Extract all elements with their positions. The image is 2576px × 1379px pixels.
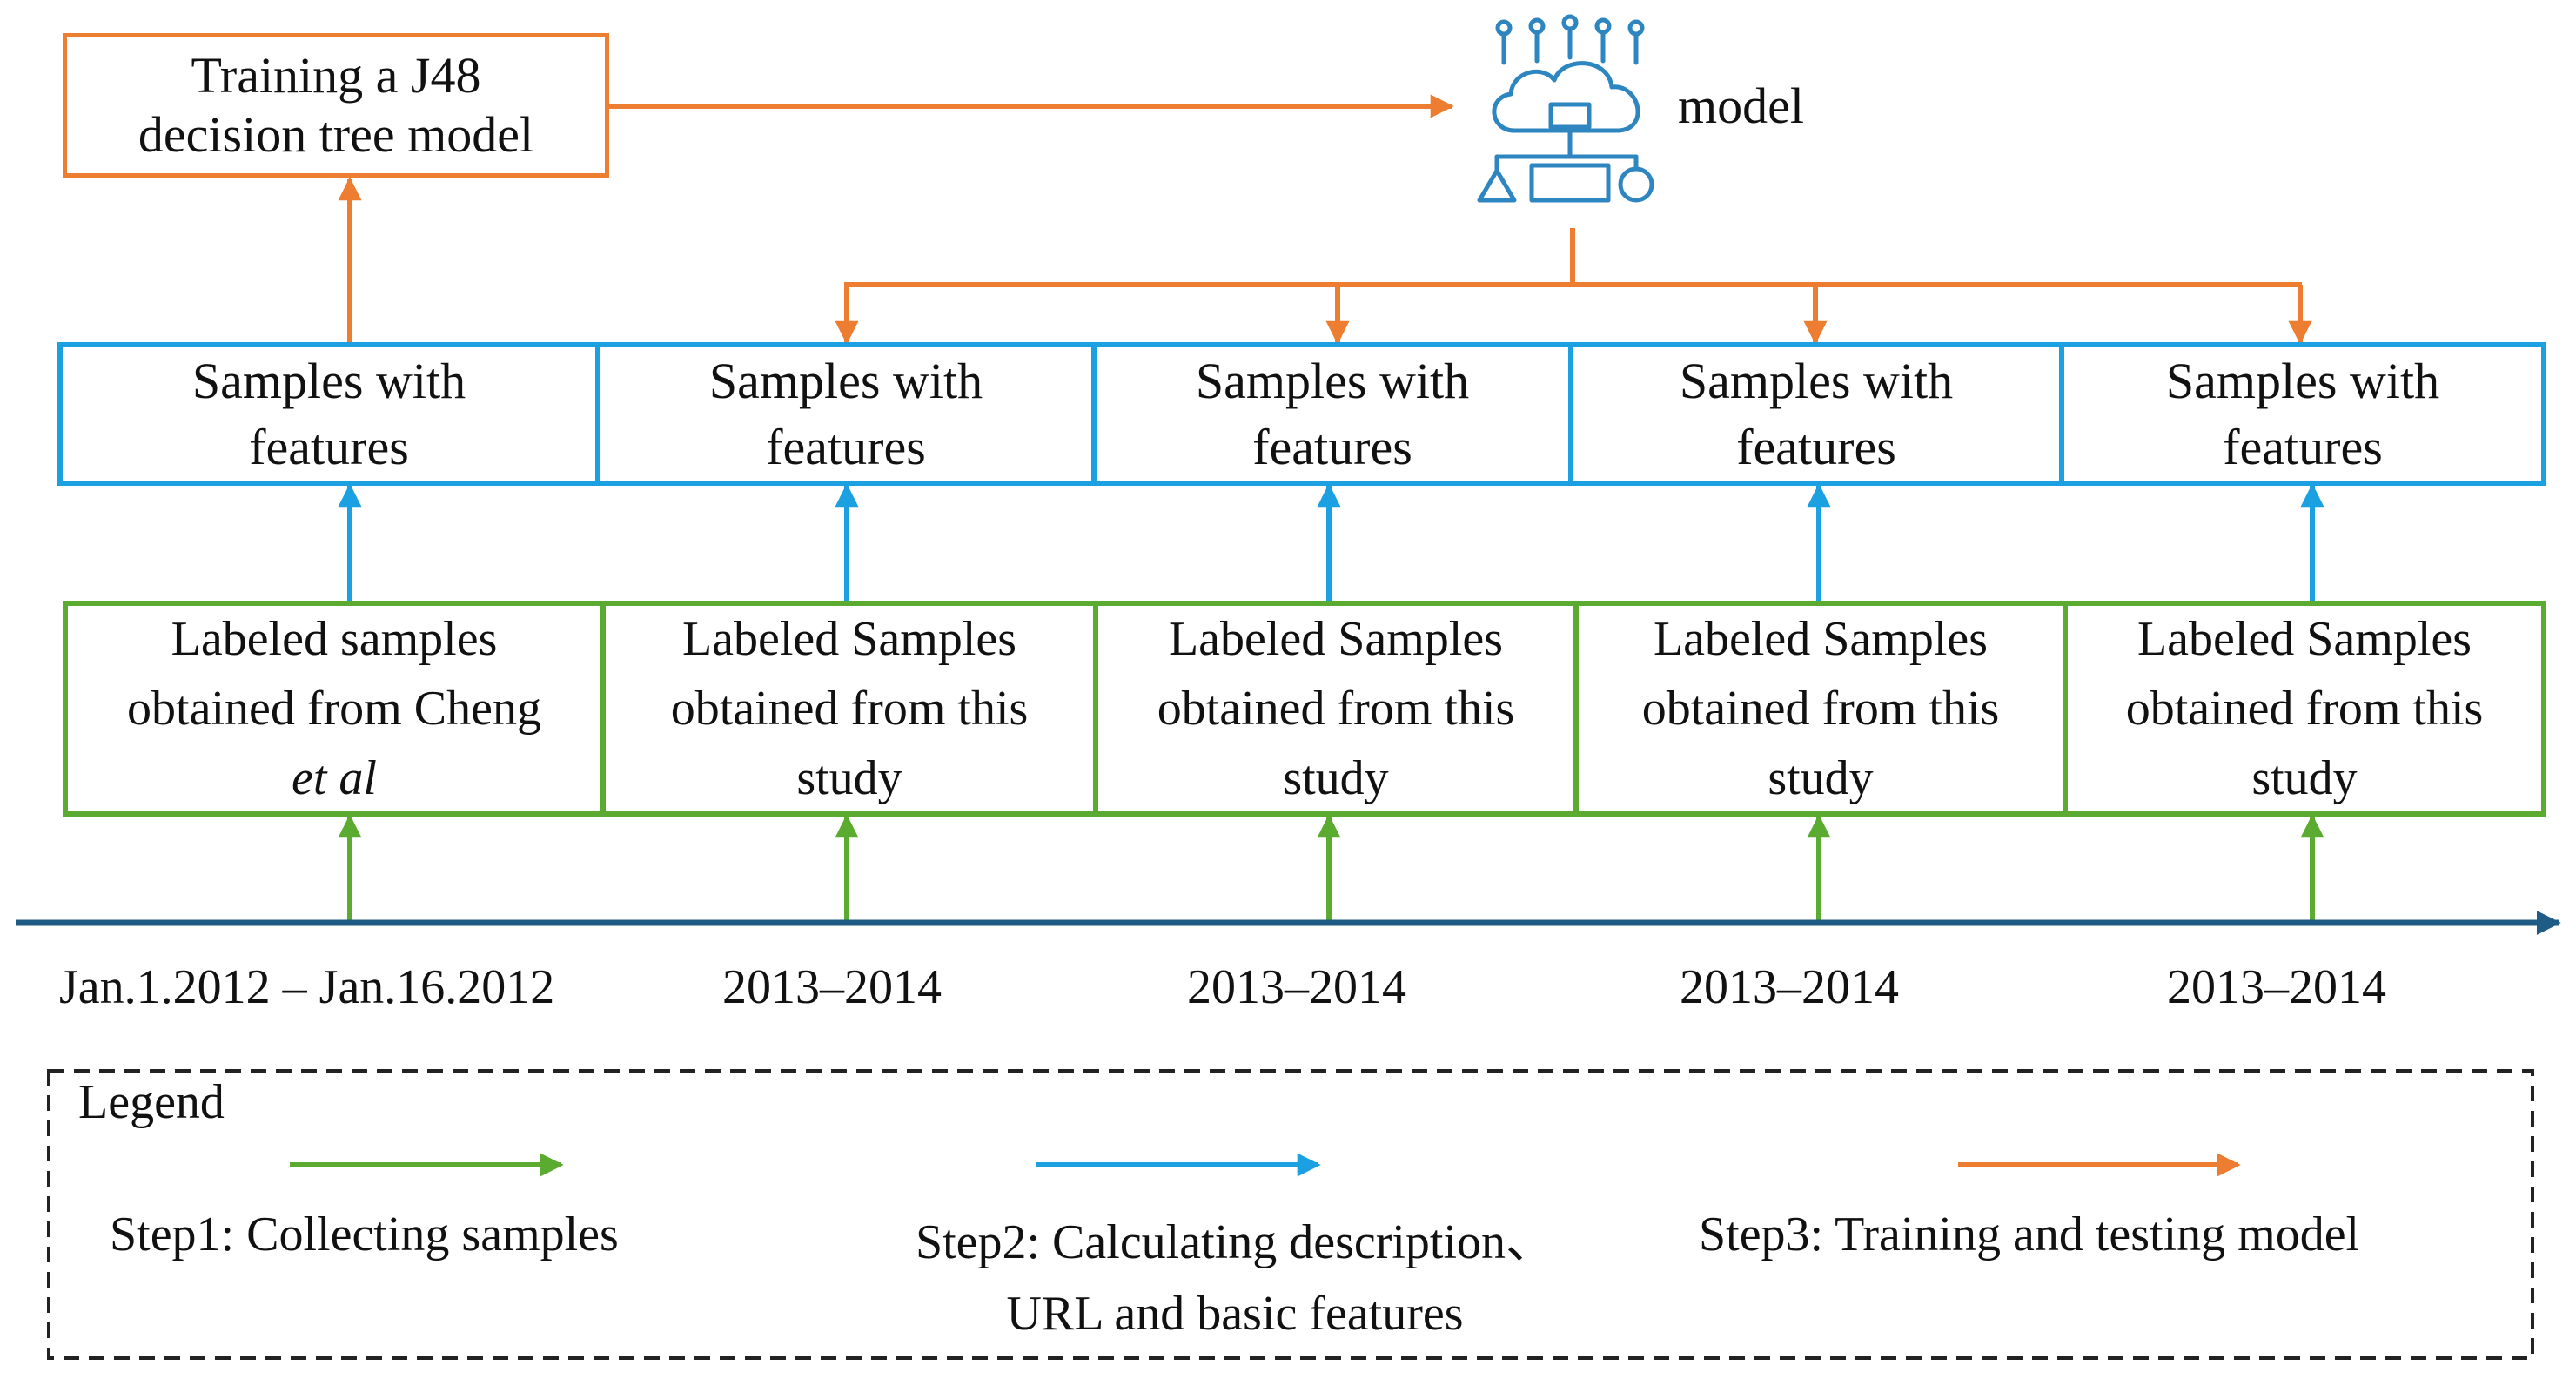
labeled-box-text: Labeled samples bbox=[171, 612, 498, 666]
features-box-text: features bbox=[766, 418, 926, 475]
training-box-line-2: decision tree model bbox=[138, 106, 534, 163]
labeled-box-text: obtained from Cheng bbox=[127, 682, 541, 736]
features-box-4: Samples with features bbox=[1568, 342, 2064, 486]
labeled-box-text: study bbox=[796, 751, 902, 805]
legend-step1-label: Step1: Collecting samples bbox=[110, 1207, 619, 1261]
legend-title: Legend bbox=[78, 1075, 225, 1129]
labeled-box-text: study bbox=[1283, 751, 1389, 805]
features-box-text: features bbox=[2223, 418, 2383, 475]
features-box-text: Samples with bbox=[708, 352, 983, 409]
labeled-box-2: Labeled Samples obtained from this study bbox=[600, 601, 1098, 817]
training-j48-box: Training a J48 decision tree model bbox=[63, 33, 609, 178]
features-box-5: Samples with features bbox=[2059, 342, 2546, 486]
features-box-3: Samples with features bbox=[1091, 342, 1573, 486]
timeline-period-5: 2013–2014 bbox=[2167, 960, 2386, 1014]
labeled-box-text: study bbox=[1768, 751, 1874, 805]
labeled-box-4: Labeled Samples obtained from this study bbox=[1573, 601, 2068, 817]
timeline-period-1: Jan.1.2012 – Jan.16.2012 bbox=[59, 960, 555, 1014]
labeled-box-text: Labeled Samples bbox=[681, 612, 1017, 666]
features-box-text: features bbox=[1736, 418, 1896, 475]
features-box-text: Samples with bbox=[1195, 352, 1470, 409]
features-box-1: Samples with features bbox=[57, 342, 600, 486]
legend-step2-line-1: Step2: Calculating description、 bbox=[915, 1215, 1555, 1269]
labeled-box-text: Labeled Samples bbox=[1168, 612, 1504, 666]
labeled-box-text: obtained from this bbox=[1641, 682, 2000, 736]
timeline-period-3: 2013–2014 bbox=[1187, 960, 1406, 1014]
features-box-text: features bbox=[1252, 418, 1412, 475]
legend-frame bbox=[47, 1069, 2534, 1360]
features-box-text: Samples with bbox=[191, 352, 466, 409]
timeline-period-2: 2013–2014 bbox=[722, 960, 942, 1014]
labeled-box-text-citation: et al bbox=[292, 751, 377, 805]
features-box-text: features bbox=[249, 418, 409, 475]
features-box-text: Samples with bbox=[2165, 352, 2440, 409]
features-box-2: Samples with features bbox=[595, 342, 1097, 486]
labeled-box-3: Labeled Samples obtained from this study bbox=[1093, 601, 1579, 817]
legend-step2-line-2: URL and basic features bbox=[1006, 1287, 1464, 1341]
cloud-network-model-icon bbox=[1477, 14, 1654, 203]
legend-step3-label: Step3: Training and testing model bbox=[1699, 1207, 2360, 1261]
labeled-box-text: obtained from this bbox=[1157, 682, 1515, 736]
labeled-box-text: obtained from this bbox=[670, 682, 1029, 736]
features-box-text: Samples with bbox=[1679, 352, 1954, 409]
labeled-box-text: obtained from this bbox=[2125, 682, 2484, 736]
labeled-box-5: Labeled Samples obtained from this study bbox=[2063, 601, 2546, 817]
labeled-box-1: Labeled samples obtained from Cheng et a… bbox=[63, 601, 606, 817]
training-box-line-1: Training a J48 bbox=[191, 47, 481, 104]
labeled-box-text: study bbox=[2251, 751, 2358, 805]
model-label: model bbox=[1678, 77, 1804, 134]
labeled-box-text: Labeled Samples bbox=[1653, 612, 1989, 666]
labeled-box-text: Labeled Samples bbox=[2137, 612, 2472, 666]
timeline-period-4: 2013–2014 bbox=[1680, 960, 1899, 1014]
legend-step2-label: Step2: Calculating description、 URL and … bbox=[856, 1207, 1613, 1349]
